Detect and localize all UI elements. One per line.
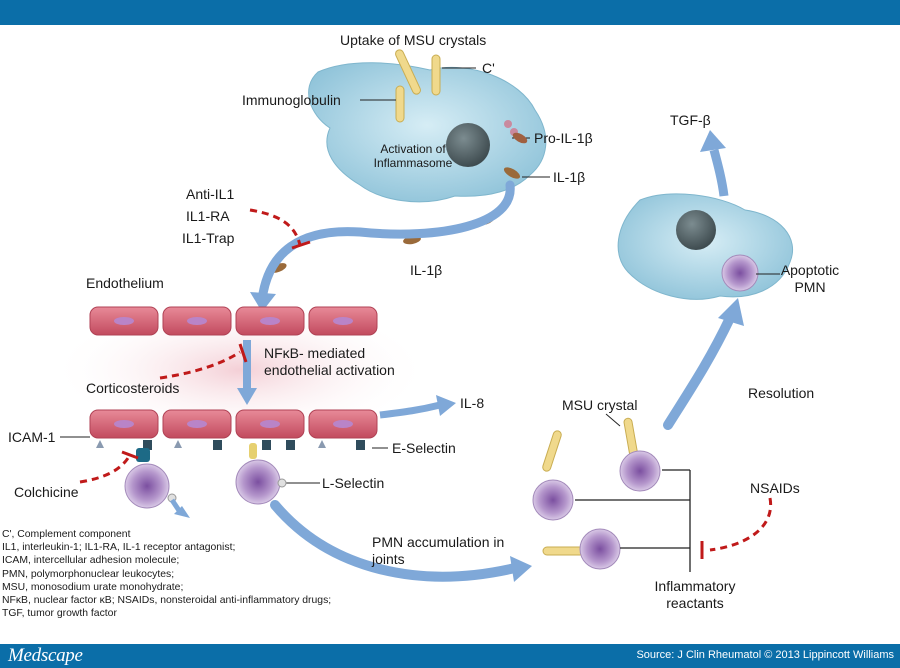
tgfb-arrow <box>709 148 729 197</box>
il8-arrow <box>379 401 441 419</box>
reactant-bracket <box>575 469 691 572</box>
msu-crystal-icon <box>542 430 562 472</box>
medscape-logo: Medscape <box>8 645 83 666</box>
il1b-mid-label: IL-1β <box>410 262 443 278</box>
source-citation: Source: J Clin Rheumatol © 2013 Lippinco… <box>636 649 894 661</box>
e-selectin-label: E-Selectin <box>392 440 456 456</box>
pmn-cell <box>532 479 574 521</box>
il1b-top-label: IL-1β <box>553 169 586 185</box>
resolution-label: Resolution <box>748 385 815 401</box>
pmn-accumulation-label: PMN accumulation in joints <box>372 534 505 567</box>
msu-crystal-icon <box>431 54 441 96</box>
endothelium-label: Endothelium <box>86 275 164 291</box>
pmn-cell <box>124 463 170 509</box>
endothelium-lower-row <box>89 409 378 439</box>
msu-crystal-icon <box>395 49 421 95</box>
abbreviation-line: C', Complement component <box>2 529 131 540</box>
il1-trap-label: IL1-Trap <box>182 230 235 246</box>
gout-pathway-diagram <box>50 49 794 582</box>
msu-crystal-label: MSU crystal <box>562 397 638 413</box>
l-selectin-label: L-Selectin <box>322 475 385 491</box>
colchicine-inhibitor <box>79 457 130 484</box>
complement-label: C' <box>482 60 495 76</box>
abbreviation-line: TGF, tumor growth factor <box>2 608 117 620</box>
anti-il1-label: Anti-IL1 <box>186 186 235 202</box>
abbreviation-key: C', Complement component IL1, interleuki… <box>2 528 331 620</box>
icam1-label: ICAM-1 <box>8 429 56 445</box>
colchicine-label: Colchicine <box>14 484 79 500</box>
pro-il1b-label: Pro-IL-1β <box>534 130 593 146</box>
uptake-label: Uptake of MSU crystals <box>340 32 487 48</box>
inflammatory-reactants-label: Inflammatory reactants <box>654 578 736 611</box>
anti-il1-inhibitor <box>249 208 302 246</box>
abbreviation-line: MSU, monosodium urate monohydrate; <box>2 581 184 593</box>
pmn-accumulation-arrow <box>270 500 520 582</box>
macrophage-nucleus <box>676 210 716 250</box>
corticosteroids-label: Corticosteroids <box>86 380 180 396</box>
abbreviation-line: IL1, interleukin-1; IL1-RA, IL-1 recepto… <box>2 542 236 554</box>
nsaids-inhibitor <box>709 497 773 552</box>
abbreviation-line: NFκB, nuclear factor κB; NSAIDs, nonster… <box>2 595 332 607</box>
macrophage-nucleus <box>446 123 490 167</box>
immunoglobulin-label: Immunoglobulin <box>242 92 341 108</box>
adhesion-molecules <box>96 440 365 462</box>
inflammasome-label: Activation of Inflammasome <box>373 142 453 170</box>
il1b-release-arrow <box>257 180 515 305</box>
nsaids-label: NSAIDs <box>750 480 800 496</box>
header-bar <box>0 0 900 25</box>
nfkb-label: NFκB- mediated endothelial activation <box>264 345 395 378</box>
endothelium-upper-row <box>89 306 378 336</box>
il8-label: IL-8 <box>460 395 485 411</box>
msu-crystal-icon <box>542 546 586 556</box>
abbreviation-line: PMN, polymorphonuclear leukocytes; <box>2 568 175 580</box>
il1-ra-label: IL1-RA <box>186 208 230 224</box>
resolution-arrow <box>663 313 735 430</box>
footer-bar <box>0 644 900 668</box>
apoptotic-pmn-label: Apoptotic PMN <box>780 262 840 295</box>
tgfb-label: TGF-β <box>670 112 711 128</box>
msu-crystal-icon <box>395 85 405 123</box>
pmn-cell <box>235 459 281 505</box>
apoptotic-pmn-cell <box>721 254 759 292</box>
abbreviation-line: ICAM, intercellular adhesion molecule; <box>2 555 180 567</box>
pmn-cell <box>619 450 661 492</box>
corticosteroid-inhibitor <box>159 350 241 380</box>
pmn-cell <box>579 528 621 570</box>
